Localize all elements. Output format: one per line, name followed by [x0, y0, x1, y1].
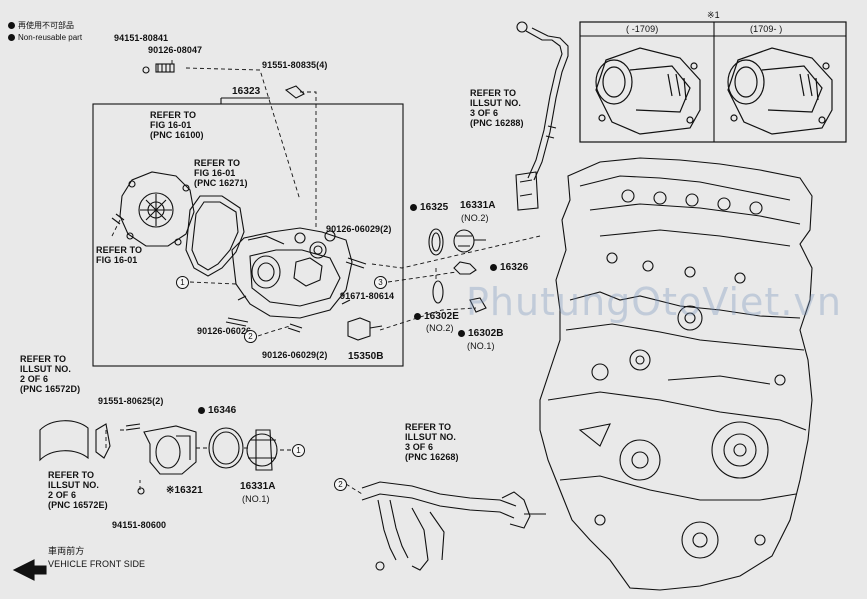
refer-illust-16288[interactable]: REFER TO ILLSUT NO. 3 OF 6 (PNC 16288)	[470, 88, 524, 128]
callout-2: 2	[244, 330, 257, 343]
vehicle-front-en: VEHICLE FRONT SIDE	[48, 559, 146, 569]
refer-fig-16271[interactable]: REFER TO FIG 16-01 (PNC 16271)	[194, 158, 248, 188]
inset-housing-left	[595, 47, 701, 135]
engine-block	[539, 157, 813, 591]
callout-2-lower: 2	[334, 478, 347, 491]
part-16331a-no1[interactable]: 16331A	[240, 481, 276, 492]
gasket-parts	[428, 228, 487, 313]
part-16331a-no1-qualifier: (NO.1)	[242, 494, 270, 504]
non-reusable-dot-icon	[8, 33, 15, 41]
inset-col-before-1709: ( -1709)	[626, 24, 659, 34]
callout-1-lower: 1	[292, 444, 305, 457]
non-reusable-dot-icon	[8, 21, 15, 29]
refer-illust-16268[interactable]: REFER TO ILLSUT NO. 3 OF 6 (PNC 16268)	[405, 422, 459, 462]
part-16346[interactable]: 16346	[198, 406, 236, 416]
refer-fig-16-01[interactable]: REFER TO FIG 16-01	[96, 245, 143, 265]
part-16321[interactable]: ※16321	[166, 485, 203, 496]
refer-illust-16572e[interactable]: REFER TO ILLSUT NO. 2 OF 6 (PNC 16572E)	[48, 470, 108, 510]
legend-non-reusable-jp: 再使用不可部品	[8, 20, 74, 31]
leader-lines	[105, 60, 541, 495]
part-91551-80625[interactable]: 91551-80625(2)	[98, 396, 164, 406]
part-90126-06029-upper[interactable]: 90126-06029(2)	[326, 224, 392, 234]
refer-fig-16100[interactable]: REFER TO FIG 16-01 (PNC 16100)	[150, 110, 204, 140]
part-16302e-qualifier: (NO.2)	[426, 323, 454, 333]
part-16302e[interactable]: 16302E	[414, 312, 459, 322]
part-90126-08047[interactable]: 90126-08047	[148, 45, 203, 55]
lower-outlet-pipe	[361, 481, 546, 571]
part-16323[interactable]: 16323	[232, 86, 261, 97]
non-reusable-dot-icon	[490, 263, 497, 271]
top-bolts	[142, 63, 305, 99]
part-15350b[interactable]: 15350B	[348, 351, 384, 362]
part-16325[interactable]: 16325	[410, 203, 448, 213]
part-94151-80600[interactable]: 94151-80600	[112, 520, 167, 530]
inset-col-after-1709: (1709- )	[750, 24, 783, 34]
thermostat-housing-group	[39, 420, 278, 495]
inset-marker: ※1	[707, 10, 720, 20]
part-90126-06026[interactable]: 90126-06026	[197, 326, 252, 336]
non-reusable-dot-icon	[410, 203, 417, 211]
part-94151-80841[interactable]: 94151-80841	[114, 33, 169, 43]
legend-non-reusable-en: Non-reusable part	[8, 33, 82, 42]
part-16302b-qualifier: (NO.1)	[467, 341, 495, 351]
vehicle-front-jp: 車両前方	[48, 546, 85, 556]
front-arrow-icon	[12, 559, 47, 581]
part-16331a-no2[interactable]: 16331A	[460, 200, 496, 211]
water-pump-assembly	[111, 171, 383, 341]
inset-frame	[579, 21, 847, 143]
part-91551-80835[interactable]: 91551-80835(4)	[262, 60, 328, 70]
part-16326[interactable]: 16326	[490, 263, 528, 273]
part-16331a-no2-qualifier: (NO.2)	[461, 213, 489, 223]
callout-3: 3	[374, 276, 387, 289]
part-16302b[interactable]: 16302B	[458, 329, 504, 339]
watermark: PhutungOtoViet.vn	[466, 280, 842, 324]
bypass-pipe	[515, 21, 569, 211]
inset-housing-right	[727, 47, 833, 135]
part-90126-06029-lower[interactable]: 90126-06029(2)	[262, 350, 328, 360]
non-reusable-dot-icon	[458, 329, 465, 337]
refer-illust-16572d[interactable]: REFER TO ILLSUT NO. 2 OF 6 (PNC 16572D)	[20, 354, 81, 394]
callout-1: 1	[176, 276, 189, 289]
non-reusable-dot-icon	[198, 406, 205, 414]
assembly-frame	[92, 103, 404, 367]
non-reusable-dot-icon	[414, 312, 421, 320]
part-91671-80614[interactable]: 91671-80614	[340, 291, 395, 301]
